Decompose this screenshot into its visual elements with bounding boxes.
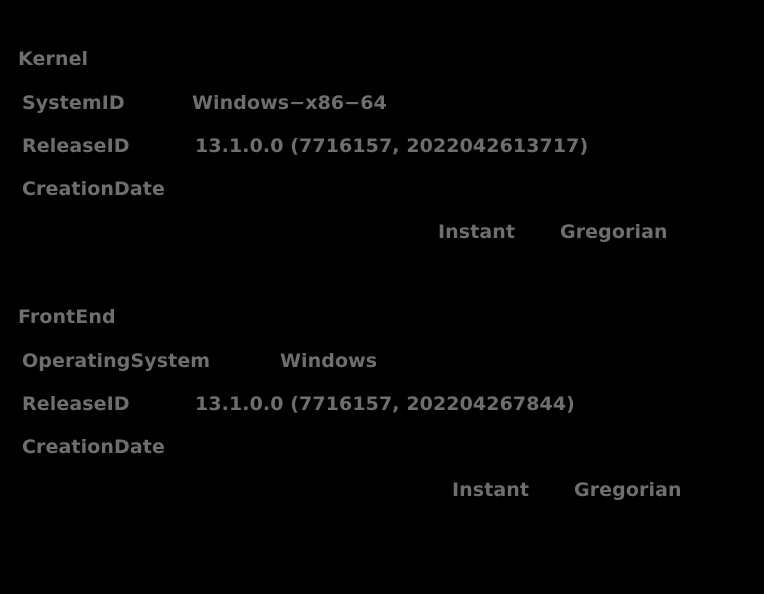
kernel-systemid-label: SystemID — [22, 92, 125, 114]
kernel-creationdate-label: CreationDate — [22, 178, 165, 200]
table-row: ReleaseID 13.1.0.0 (7716157, 20220426137… — [0, 133, 764, 159]
frontend-releaseid-value: 13.1.0.0 (7716157, 202204267844) — [195, 393, 575, 415]
frontend-creationdate-label: CreationDate — [22, 436, 165, 458]
frontend-releaseid-label: ReleaseID — [22, 393, 130, 415]
table-row: SystemID Windows−x86−64 — [0, 90, 764, 116]
table-row: CreationDate — [0, 176, 764, 202]
frontend-creationdate-detail-row: Instant Gregorian — [0, 477, 764, 503]
kernel-creationdate-detail-row: Instant Gregorian — [0, 219, 764, 245]
kernel-section-title: Kernel — [18, 48, 89, 70]
frontend-creationdate-calendar-label: Gregorian — [574, 479, 682, 501]
kernel-creationdate-instant-label: Instant — [438, 221, 516, 243]
kernel-creationdate-calendar-label: Gregorian — [560, 221, 668, 243]
kernel-releaseid-label: ReleaseID — [22, 135, 130, 157]
frontend-creationdate-instant-label: Instant — [452, 479, 530, 501]
kernel-systemid-value: Windows−x86−64 — [192, 92, 387, 114]
table-row: OperatingSystem Windows — [0, 348, 764, 374]
frontend-operatingsystem-value: Windows — [280, 350, 378, 372]
kernel-releaseid-value: 13.1.0.0 (7716157, 2022042613717) — [195, 135, 589, 157]
frontend-section-title: FrontEnd — [18, 306, 116, 328]
table-row: CreationDate — [0, 434, 764, 460]
table-row: ReleaseID 13.1.0.0 (7716157, 20220426784… — [0, 391, 764, 417]
frontend-operatingsystem-label: OperatingSystem — [22, 350, 211, 372]
